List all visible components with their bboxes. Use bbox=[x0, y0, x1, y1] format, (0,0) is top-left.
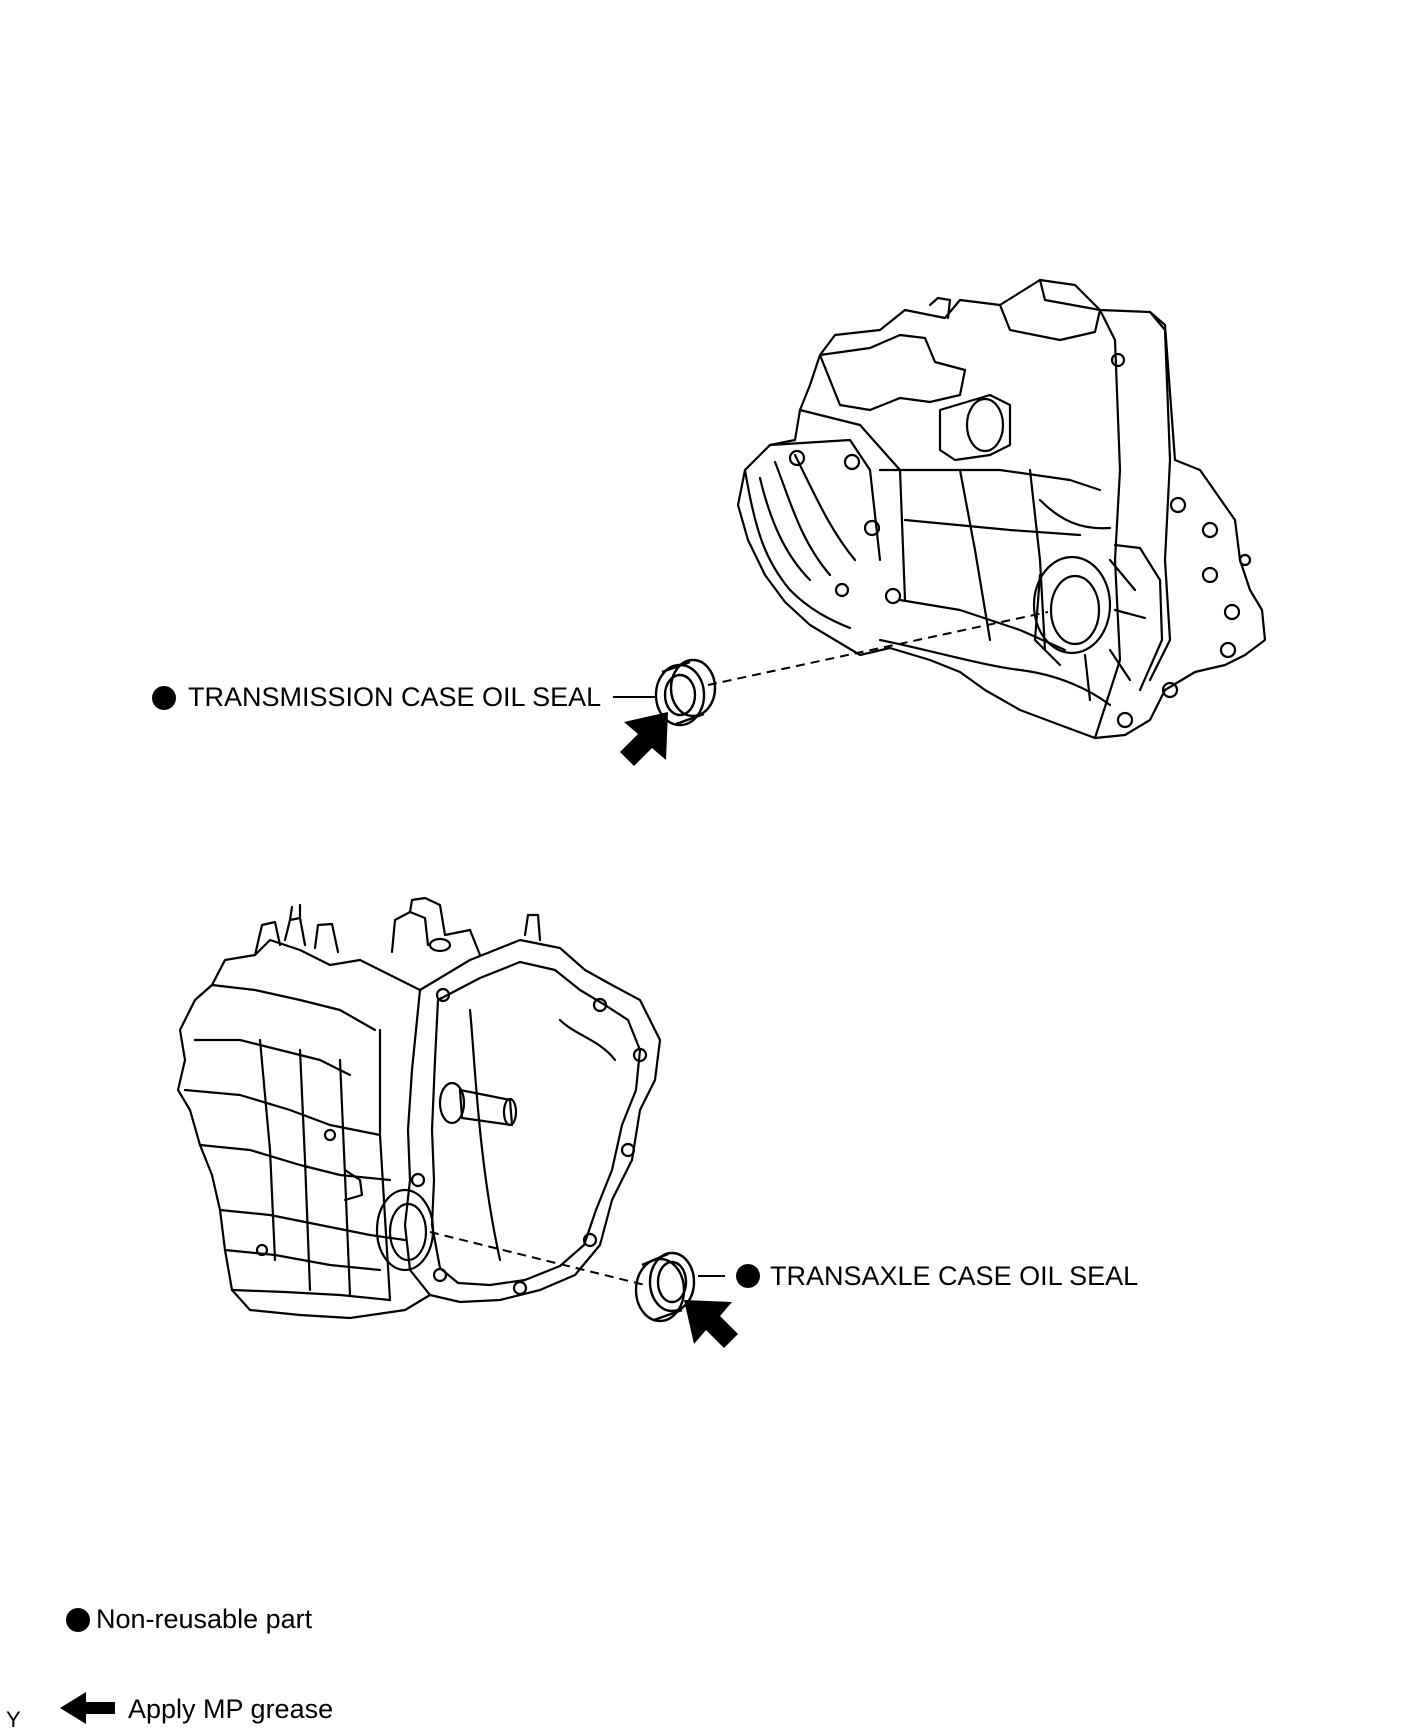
legend-grease-text: Apply MP grease bbox=[128, 1694, 334, 1724]
non-reusable-marker-icon bbox=[736, 1264, 760, 1288]
transmission-assembly-drawing bbox=[736, 278, 1267, 740]
transaxle-seal-alignment-line bbox=[429, 1231, 646, 1286]
transmission-seal-grease-arrow-icon bbox=[620, 712, 668, 766]
legend-grease-arrow-icon bbox=[60, 1692, 115, 1724]
transmission-case-oil-seal-label: TRANSMISSION CASE OIL SEAL bbox=[188, 682, 602, 712]
non-reusable-marker-icon bbox=[152, 686, 176, 710]
transaxle-seal-grease-arrow-icon bbox=[684, 1300, 738, 1348]
legend-non-reusable-text: Non-reusable part bbox=[96, 1604, 313, 1634]
legend-non-reusable-icon bbox=[66, 1608, 90, 1632]
transmission-seal-alignment-line bbox=[707, 611, 1049, 686]
transaxle-assembly-drawing bbox=[176, 896, 662, 1320]
figure-code: Y bbox=[6, 1707, 21, 1732]
transaxle-case-oil-seal-drawing bbox=[634, 1251, 696, 1323]
transmission-case-oil-seal-drawing bbox=[654, 658, 717, 727]
transaxle-case-oil-seal-label: TRANSAXLE CASE OIL SEAL bbox=[770, 1261, 1139, 1291]
